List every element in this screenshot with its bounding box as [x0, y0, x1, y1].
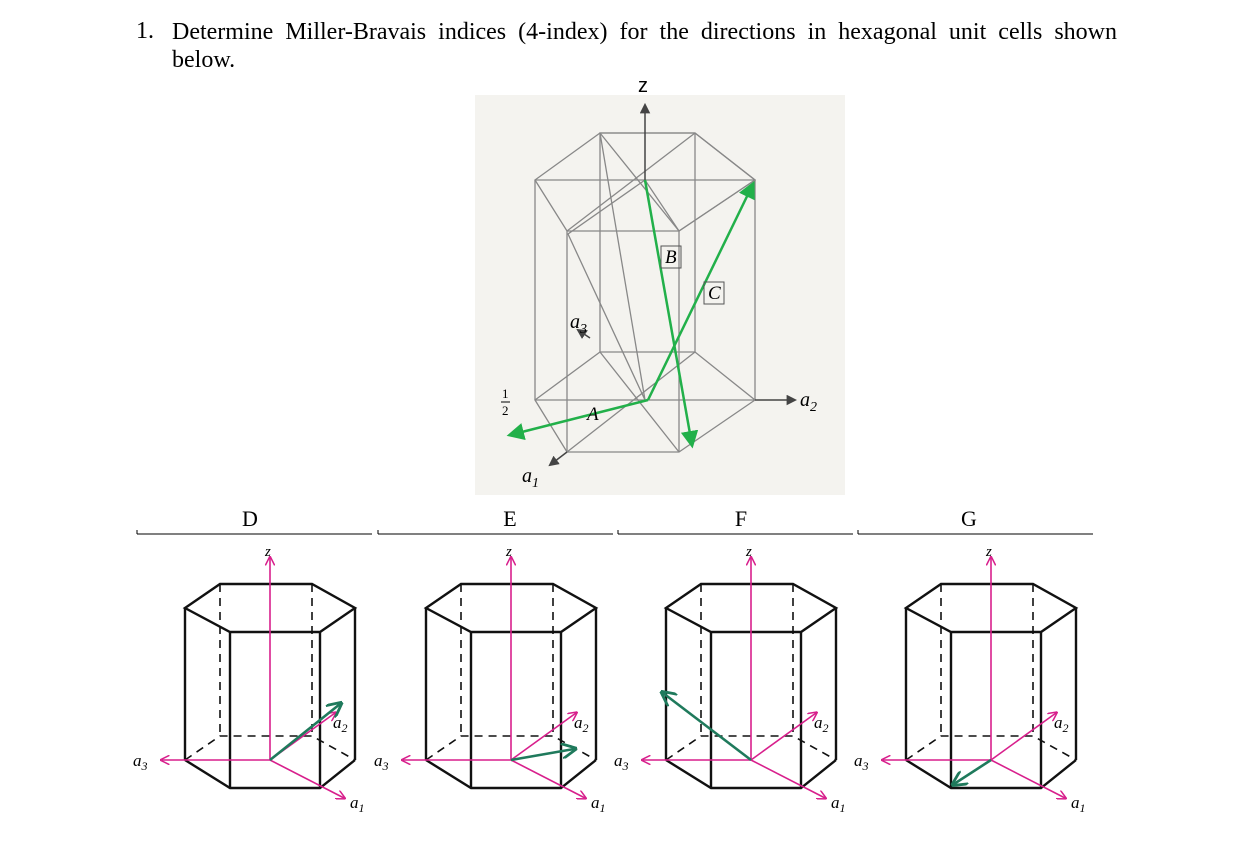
panel-F-z-label: z	[745, 544, 752, 560]
panel-G-a1-label: a1	[1071, 793, 1086, 815]
panel-G: z a3 a2 a1	[854, 530, 1093, 815]
main-a2-label: a2	[800, 389, 817, 415]
svg-text:1: 1	[502, 386, 509, 401]
panel-title-D: D	[242, 506, 258, 531]
panel-title-G: G	[961, 506, 977, 531]
a1-axis	[548, 451, 568, 467]
label-C: C	[708, 283, 721, 304]
figure-background	[475, 95, 845, 495]
panels-row: z a3 a2 a1 z a3 a2 a1 z a3 a2 a1 z a3 a2…	[133, 530, 1254, 815]
svg-text:2: 2	[502, 403, 509, 418]
main-hexagonal-cell-figure: z a3 a2 a1 1 2 A B C	[475, 75, 845, 495]
half-fraction-label: 1 2	[501, 386, 510, 418]
direction-A-arrow	[506, 398, 649, 441]
panel-F: z a3 a2 a1	[614, 530, 853, 815]
main-a3-label: a3	[570, 311, 587, 337]
panel-E-a1-label: a1	[591, 793, 606, 815]
panel-D-z-label: z	[264, 544, 271, 560]
panel-E-a2-label: a2	[574, 713, 589, 735]
panel-D-a2-label: a2	[333, 713, 348, 735]
question-number: 1.	[136, 18, 154, 44]
panel-E-z-label: z	[505, 544, 512, 560]
panel-title-F: F	[734, 506, 748, 531]
panel-G-a2-label: a2	[1054, 713, 1069, 735]
panel-title-E: E	[503, 506, 517, 531]
label-A: A	[585, 404, 599, 425]
panel-F-direction-arrow	[663, 693, 752, 762]
main-a1-label: a1	[522, 465, 539, 491]
a3-axis	[576, 328, 591, 340]
main-z-label: z	[638, 75, 648, 97]
panel-F-a3-label: a3	[614, 751, 629, 773]
panel-G-a3-label: a3	[854, 751, 869, 773]
label-B: B	[665, 247, 677, 268]
panel-E: z a3 a2 a1	[374, 530, 613, 815]
direction-B-arrow	[643, 179, 699, 449]
panel-E-a3-label: a3	[374, 751, 389, 773]
panel-E-direction-arrow	[510, 749, 574, 762]
panel-D: z a3 a2 a1	[133, 530, 372, 815]
panel-F-a2-label: a2	[814, 713, 829, 735]
panel-G-direction-arrow	[954, 758, 992, 784]
panel-G-z-label: z	[985, 544, 992, 560]
panel-D-direction-arrow	[269, 704, 340, 762]
panel-D-a3-label: a3	[133, 751, 148, 773]
question-text: Determine Miller-Bravais indices (4-inde…	[172, 19, 1117, 73]
label-B-box	[660, 245, 682, 269]
direction-C-arrow	[646, 180, 755, 401]
panel-D-a1-label: a1	[350, 793, 365, 815]
label-C-box	[703, 281, 725, 305]
panel-F-a1-label: a1	[831, 793, 846, 815]
